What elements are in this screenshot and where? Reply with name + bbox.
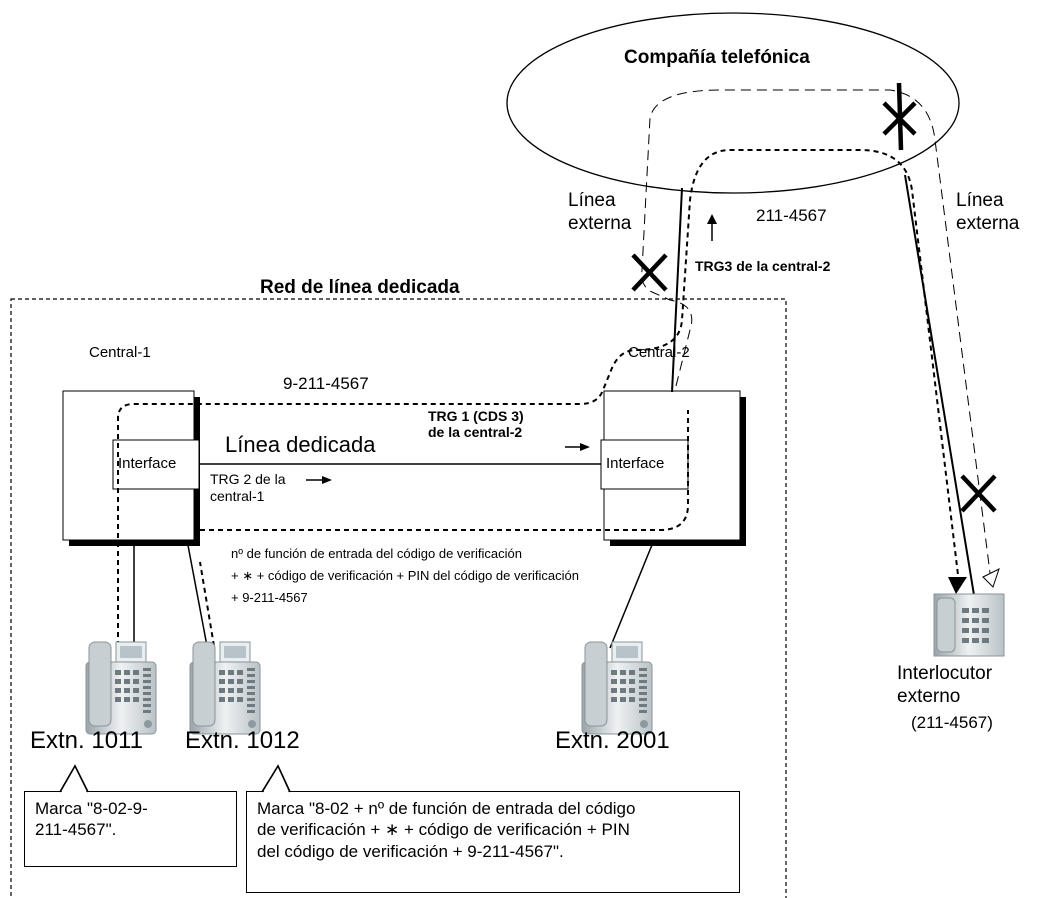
dedicated-line-label: Línea dedicada: [225, 432, 376, 457]
telephone-icon: [581, 641, 653, 735]
external-line-right-label-1: Línea: [956, 190, 1004, 211]
interface-1-box: [112, 439, 200, 490]
external-party-label-2: externo: [897, 686, 961, 707]
trg3-label: TRG3 de la central-2: [695, 258, 831, 274]
arrow-up-icon: [707, 214, 717, 241]
call-route-dashed: [117, 149, 959, 647]
network-title: Red de línea dedicada: [258, 277, 462, 299]
callout-ext1012: Marca "8-02 + nº de función de entrada d…: [246, 791, 740, 893]
blocked-route-dashed: [641, 89, 991, 574]
wire-ext1012: [186, 539, 208, 647]
trg2-label-1: TRG 2 de la: [210, 471, 286, 487]
ext-2001-label: Extn. 2001: [555, 727, 670, 754]
verification-line-3: + 9-211-4567: [231, 590, 308, 605]
external-line-left-label-2: externa: [568, 213, 632, 234]
verification-line-1: nº de función de entrada del código de v…: [231, 546, 522, 561]
external-party-label-1: Interlocutor: [897, 663, 993, 684]
central-1-label: Central-1: [89, 344, 151, 361]
dedicated-network-boundary: [10, 298, 787, 898]
blocked-x-icon: [631, 253, 668, 292]
phone-company-cloud: [506, 12, 960, 194]
interface-1-label: Interface: [118, 455, 177, 472]
blocked-x-icon: [882, 82, 917, 151]
arrow-head-dashed: [948, 577, 967, 594]
trg1-label-1: TRG 1 (CDS 3): [428, 408, 524, 424]
blocked-x-icon: [960, 474, 997, 513]
arrow-right-icon: [565, 443, 590, 451]
dialed-number-mid: 9-211-4567: [283, 374, 369, 393]
external-line-right-label-2: externa: [956, 213, 1020, 234]
external-line-right: [904, 174, 975, 596]
trg1-label-2: de la central-2: [428, 424, 523, 440]
ext-1012-label: Extn. 1012: [185, 727, 300, 754]
telephone-icon: [933, 593, 1005, 657]
wire-ext2001: [609, 539, 655, 649]
ext-1011-label: Extn. 1011: [30, 727, 143, 754]
telephone-icon: [85, 641, 157, 735]
external-line-central2: [671, 187, 683, 393]
arrow-head-hollow: [982, 568, 1000, 588]
interface-2-label: Interface: [606, 455, 665, 472]
arrow-right-icon: [306, 476, 332, 484]
verification-line-2: + ∗ + código de verificación + PIN del c…: [231, 568, 580, 583]
dialed-number-top: 211-4567: [756, 206, 827, 225]
trg2-label-2: central-1: [210, 488, 265, 504]
external-party-number: (211-4567): [911, 713, 993, 732]
phone-company-label: Compañía telefónica: [624, 47, 810, 68]
central-2-label: Central-2: [628, 344, 690, 361]
callout-pointer: [59, 764, 291, 793]
telephone-icon: [189, 641, 261, 735]
external-line-left-label-1: Línea: [568, 190, 616, 211]
callout-ext1011: Marca "8-02-9- 211-4567".: [24, 791, 237, 867]
